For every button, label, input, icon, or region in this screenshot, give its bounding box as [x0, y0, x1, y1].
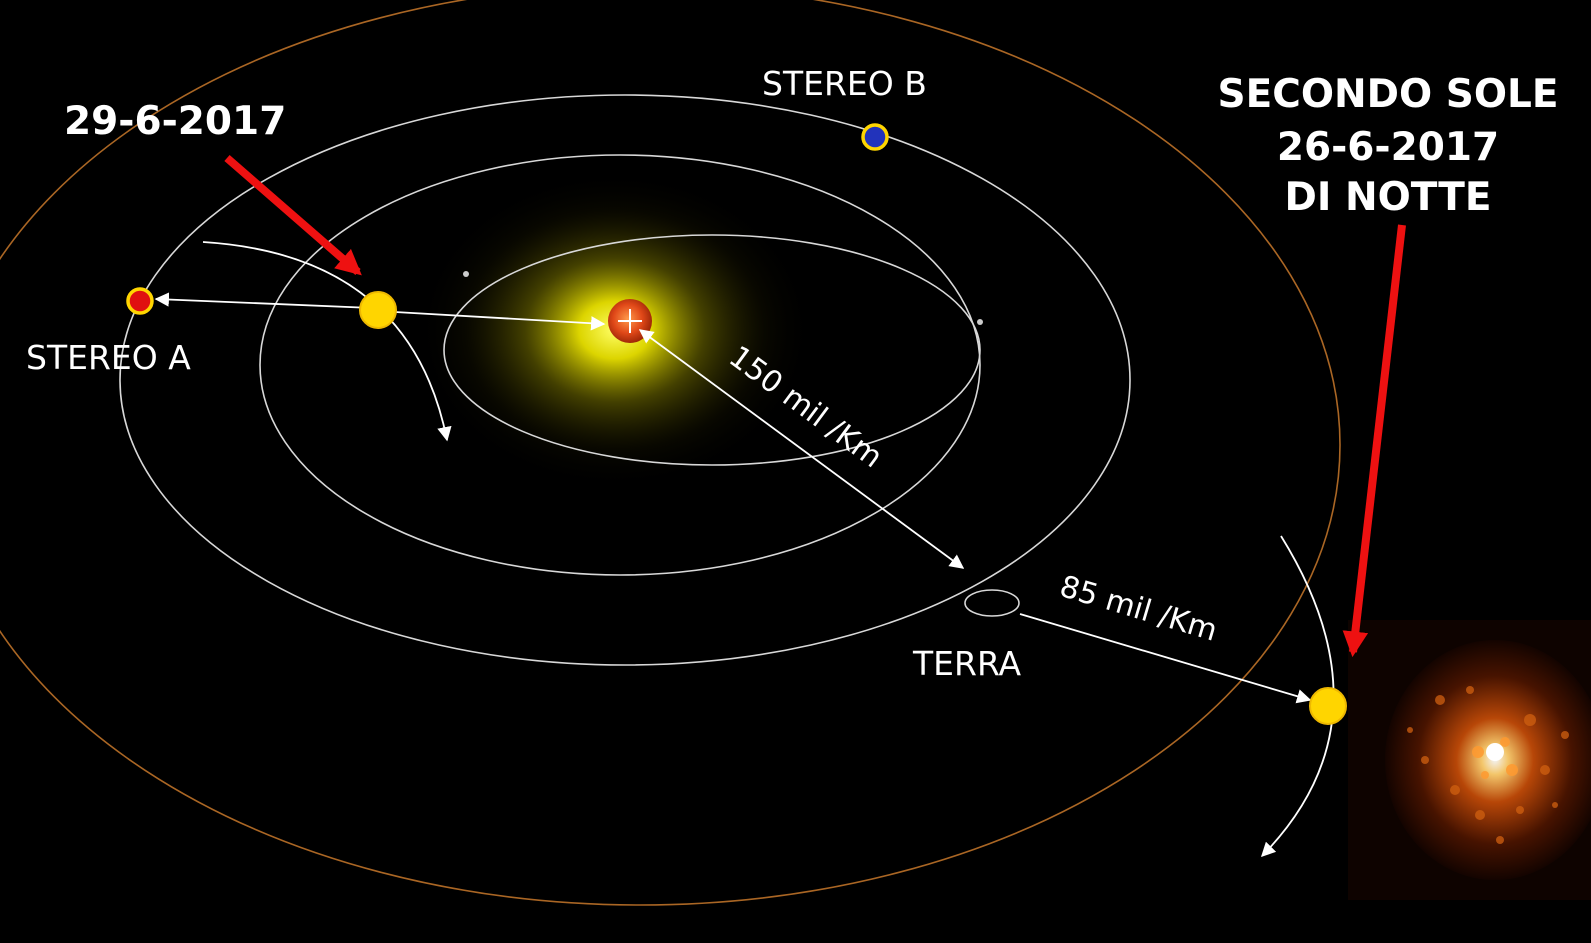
label-distance-earth-second-sun: 85 mil /Km	[1056, 569, 1221, 649]
stereo-a-marker	[126, 287, 154, 315]
inner-orbit-dot	[463, 271, 469, 277]
arrow-sun-earth	[638, 329, 965, 569]
label-stereo-a: STEREO A	[26, 338, 191, 377]
stereo-b-marker	[861, 123, 889, 151]
second-sun-marker	[1309, 687, 1347, 725]
label-terra: TERRA	[912, 644, 1022, 683]
motion-arc-left	[202, 241, 452, 442]
body-29-6-2017	[359, 291, 397, 329]
arrow-body-to-sun	[394, 311, 606, 331]
label-date-29-6-2017: 29-6-2017	[64, 99, 286, 144]
label-secondo-sole-line1: SECONDO SOLE	[1218, 72, 1559, 117]
arrow-body-to-stereo-a	[154, 292, 373, 309]
label-stereo-b: STEREO B	[762, 64, 927, 103]
earth-local-orbit	[964, 589, 1020, 617]
orbit-3	[259, 154, 981, 576]
label-secondo-sole-line2: 26-6-2017	[1277, 125, 1499, 170]
outer-orbit	[0, 0, 1341, 906]
second-sun-photo	[1348, 620, 1591, 900]
label-secondo-sole-line3: DI NOTTE	[1285, 175, 1492, 220]
arrow-earth-to-second-sun	[1019, 613, 1312, 704]
red-arrow-29-6-2017	[224, 154, 362, 276]
orbit-4	[119, 94, 1131, 666]
inner-orbit-dot	[977, 319, 983, 325]
red-arrow-second-sun	[1342, 224, 1406, 658]
